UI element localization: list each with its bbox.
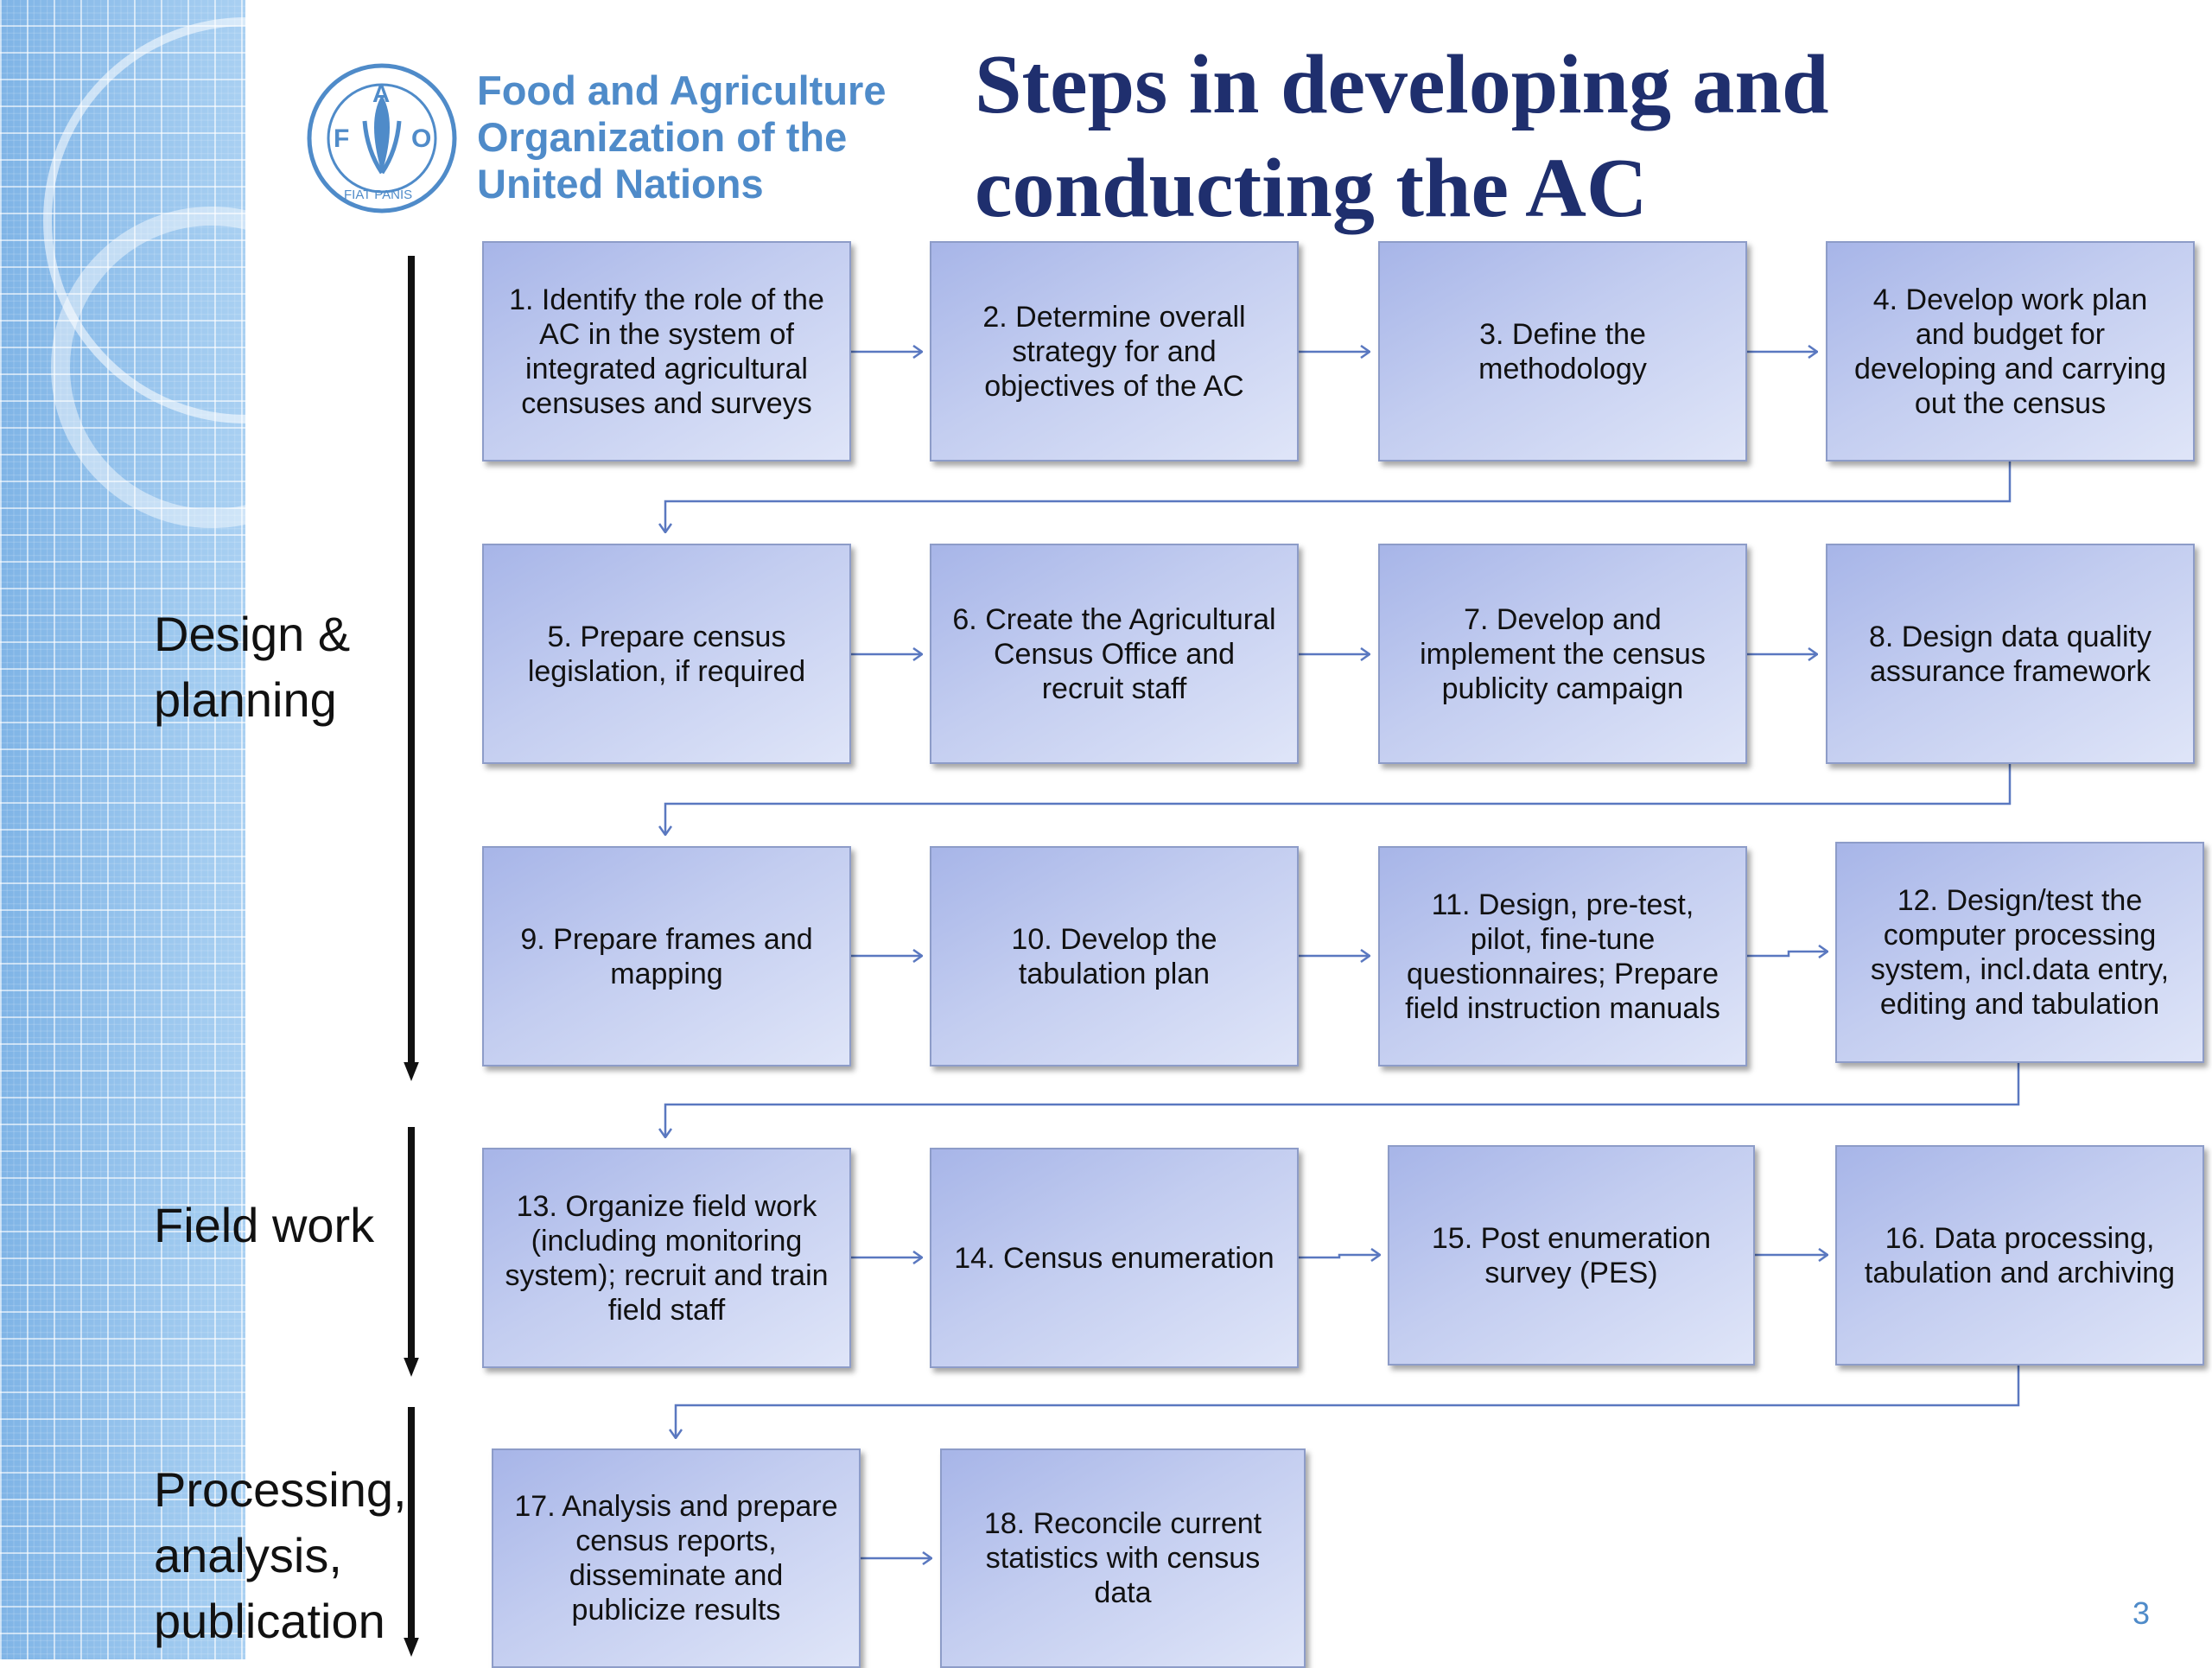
step-box-3: 3. Define the methodology [1378,241,1747,462]
phase-processing-line-1: Processing, [154,1462,407,1517]
arrow-12-13 [665,1063,2020,1137]
organization-name: Food and Agriculture Organization of the… [477,67,886,207]
step-box-1: 1. Identify the role of the AC in the sy… [482,241,851,462]
step-box-18: 18. Reconcile current statistics with ce… [940,1448,1306,1668]
step-box-9: 9. Prepare frames and mapping [482,846,851,1066]
arrow-8-9 [665,764,2012,835]
phase-label-design: Design & planning [154,602,350,733]
page-number: 3 [2133,1595,2151,1631]
phase-field-line-1: Field work [154,1198,375,1252]
logo-motto: FIAT PANIS [344,188,412,202]
phase-processing-line-2: analysis, [154,1528,342,1582]
step-box-11: 11. Design, pre-test, pilot, fine-tune q… [1378,846,1747,1066]
phase-label-field-work: Field work [154,1193,374,1258]
arrow-14-15 [1299,1255,1380,1257]
org-name-line-1: Food and Agriculture [477,67,887,113]
org-name-line-2: Organization of the [477,114,848,160]
step-box-13: 13. Organize field work (including monit… [482,1148,851,1368]
step-box-16: 16. Data processing, tabulation and arch… [1835,1145,2204,1366]
arrow-11-12 [1747,952,1827,956]
step-box-6: 6. Create the Agricultural Census Office… [930,544,1299,764]
step-box-10: 10. Develop the tabulation plan [930,846,1299,1066]
step-box-8: 8. Design data quality assurance framewo… [1826,544,2195,764]
step-box-17: 17. Analysis and prepare census reports,… [492,1448,861,1668]
logo-letter-a: A [372,80,390,107]
title-line-2: conducting the AC [975,142,1648,235]
title-line-1: Steps in developing and [975,38,1829,131]
step-arrows [665,352,2020,1558]
phase-processing-line-3: publication [154,1594,385,1648]
step-box-5: 5. Prepare census legislation, if requir… [482,544,851,764]
step-box-15: 15. Post enumeration survey (PES) [1388,1145,1755,1366]
phase-label-processing: Processing, analysis, publication [154,1457,407,1654]
logo-letter-o: O [411,124,431,153]
step-box-4: 4. Develop work plan and budget for deve… [1826,241,2195,462]
org-name-line-3: United Nations [477,161,764,207]
arrow-4-5 [665,462,2012,532]
step-box-12: 12. Design/test the computer processing … [1835,842,2204,1063]
phase-design-line-2: planning [154,672,337,727]
logo-letter-f: F [334,124,349,153]
step-box-2: 2. Determine overall strategy for and ob… [930,241,1299,462]
step-box-14: 14. Census enumeration [930,1148,1299,1368]
arrow-16-17 [676,1366,2020,1438]
phase-design-line-1: Design & [154,607,351,661]
slide-title: Steps in developing and conducting the A… [975,33,1925,240]
fao-logo-icon: F A O FIAT PANIS [307,63,457,213]
step-box-7: 7. Develop and implement the census publ… [1378,544,1747,764]
